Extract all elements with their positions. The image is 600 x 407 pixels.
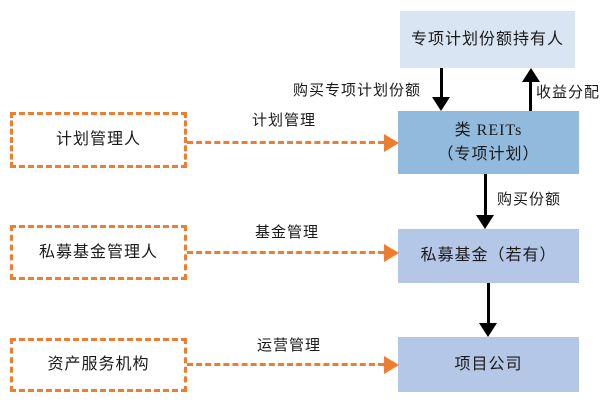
node-fund-manager: 私募基金管理人 [10, 225, 187, 280]
node-private-fund: 私募基金（若有） [398, 229, 579, 283]
arrowhead-right-icon [384, 134, 399, 152]
node-reits-special-plan: 类 REITs （专项计划） [398, 111, 579, 174]
dashed-line [187, 141, 384, 144]
label-income-distribution: 收益分配 [536, 85, 600, 101]
arrowhead-right-icon [384, 356, 399, 374]
dashed-line [187, 251, 384, 254]
arrowhead-down-icon [479, 323, 497, 337]
arrowhead-up-icon [522, 68, 540, 82]
arrow-line [440, 68, 443, 98]
dashed-line [187, 363, 384, 366]
label-buy-shares: 购买份额 [497, 192, 562, 208]
label-buy-plan-shares: 购买专项计划份额 [292, 83, 421, 99]
label-plan-management: 计划管理 [251, 113, 316, 129]
label-operation-management: 运营管理 [256, 338, 321, 354]
node-plan-manager: 计划管理人 [10, 112, 187, 168]
arrow-line [487, 283, 490, 324]
arrow-line [529, 81, 532, 111]
arrowhead-down-icon [432, 97, 450, 111]
node-asset-servicer: 资产服务机构 [10, 338, 187, 392]
arrowhead-down-icon [476, 215, 494, 229]
node-plan-share-holders: 专项计划份额持有人 [400, 11, 575, 68]
node-project-company: 项目公司 [398, 337, 579, 392]
arrowhead-right-icon [384, 244, 399, 262]
arrow-line [484, 174, 487, 216]
label-fund-management: 基金管理 [254, 225, 319, 241]
